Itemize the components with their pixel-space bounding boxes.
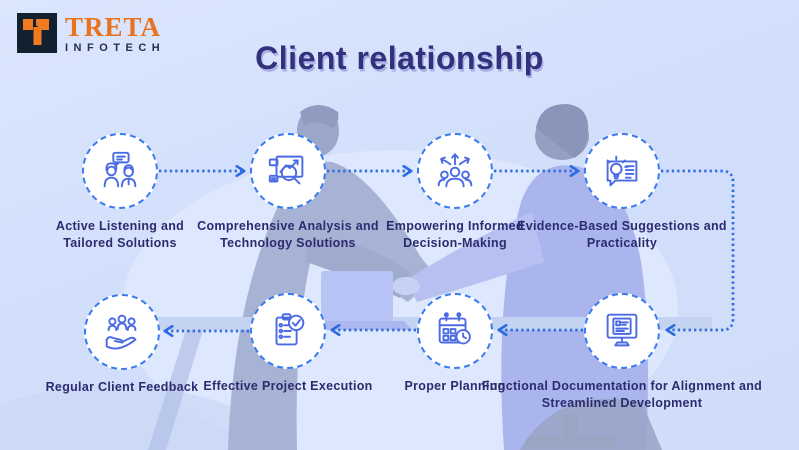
step-label: Functional Documentation for Alignment a… [481, 379, 763, 410]
step-label: Proper Planning [404, 379, 506, 393]
step-circle [82, 133, 158, 209]
step-proper-planning: Proper Planning [404, 293, 505, 395]
idea-bulb-note-icon [606, 155, 638, 187]
step-label: Regular Client Feedback [45, 380, 199, 394]
step-circle [584, 293, 660, 369]
step-circle [584, 133, 660, 209]
step-regular-feedback: Regular Client Feedback [46, 294, 198, 396]
decision-arrows-people-icon [437, 153, 473, 188]
step-circle [250, 133, 326, 209]
step-comprehensive-analysis: Comprehensive Analysis and Technology So… [197, 133, 379, 252]
step-label: Evidence-Based Suggestions and Practical… [517, 219, 727, 250]
step-label: Active Listening and Tailored Solutions [55, 219, 185, 250]
page-title: Client relationship [255, 40, 544, 76]
brand-name: TRETA [65, 12, 162, 42]
step-evidence-suggestions: Evidence-Based Suggestions and Practical… [517, 133, 727, 252]
step-active-listening: Active Listening and Tailored Solutions [56, 133, 184, 252]
step-circle [417, 293, 493, 369]
clients-in-hand-icon [105, 314, 137, 350]
step-effective-execution: Effective Project Execution [203, 293, 372, 395]
step-circle [250, 293, 326, 369]
brand-subtitle: INFOTECH [65, 42, 166, 54]
monitor-document-icon [606, 313, 638, 347]
conversation-people-icon [103, 151, 137, 188]
step-empowering-decisions: Empowering Informed Decision-Making [386, 133, 524, 252]
step-circle [417, 133, 493, 209]
connector-step4-step5 [661, 169, 735, 337]
step-label: Comprehensive Analysis and Technology So… [197, 219, 379, 250]
chart-magnifier-icon [268, 155, 304, 185]
step-functional-documentation: Functional Documentation for Alignment a… [482, 293, 762, 412]
step-label: Empowering Informed Decision-Making [386, 219, 524, 250]
step-label: Effective Project Execution [203, 379, 373, 393]
step-circle [84, 294, 160, 370]
treta-logo-icon [17, 13, 57, 53]
calendar-clock-icon [438, 312, 471, 345]
brand-logo: TRETA INFOTECH [17, 13, 165, 54]
clipboard-check-icon [275, 313, 305, 346]
